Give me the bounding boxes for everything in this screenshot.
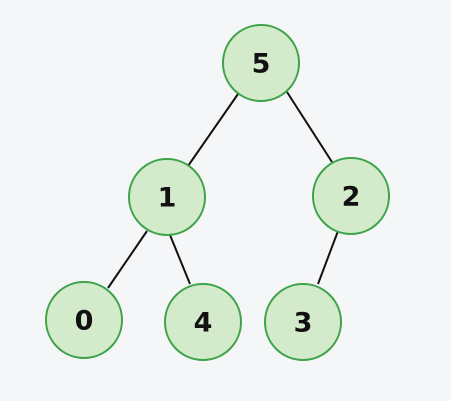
- node-label: 0: [75, 306, 94, 337]
- tree-node-2: 2: [312, 157, 390, 235]
- node-label: 2: [342, 182, 361, 213]
- tree-node-0: 0: [45, 281, 123, 359]
- node-label: 3: [294, 308, 313, 339]
- node-label: 5: [252, 49, 271, 80]
- node-circle: [264, 283, 342, 361]
- node-label: 1: [158, 183, 177, 214]
- tree-node-3: 3: [264, 283, 342, 361]
- edge-1-4: [169, 234, 191, 285]
- edge-2-3: [317, 230, 339, 285]
- node-circle: [222, 24, 300, 102]
- node-label: 4: [194, 308, 213, 339]
- node-circle: [312, 157, 390, 235]
- tree-node-4: 4: [164, 283, 242, 361]
- edge-5-1: [187, 93, 239, 167]
- node-circle: [45, 281, 123, 359]
- node-circle: [164, 283, 242, 361]
- edge-1-0: [107, 230, 148, 289]
- node-circle: [128, 158, 206, 236]
- edge-5-2: [286, 91, 333, 163]
- tree-node-5: 5: [222, 24, 300, 102]
- tree-node-1: 1: [128, 158, 206, 236]
